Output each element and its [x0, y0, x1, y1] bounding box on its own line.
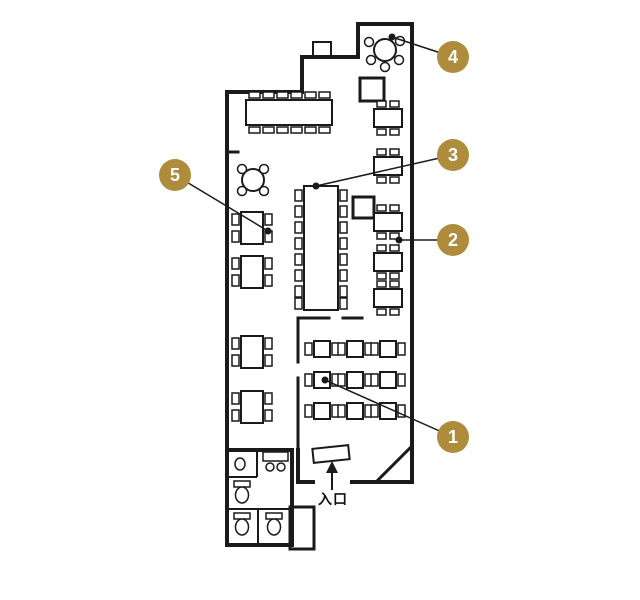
- toilet-icon: [234, 518, 250, 536]
- entrance-arrow-icon: [326, 461, 338, 490]
- counter-table: [294, 185, 348, 311]
- marker-5: 5: [159, 159, 191, 191]
- interior-walls: [225, 41, 415, 551]
- restroom-walls: [227, 450, 292, 545]
- stool-icon: [276, 462, 286, 472]
- banquet-table: [245, 91, 333, 134]
- round-table-top: [363, 35, 406, 73]
- stool-icon: [265, 462, 275, 472]
- marker-3: 3: [437, 139, 469, 171]
- toilet-icon: [265, 512, 283, 520]
- marker-1: 1: [437, 421, 469, 453]
- reception-counter: [311, 444, 351, 464]
- banquet-chairs: [248, 91, 331, 134]
- marker-2: 2: [437, 224, 469, 256]
- leader-lines: [174, 33, 454, 438]
- restroom: [227, 450, 292, 545]
- toilet-icon: [233, 512, 251, 520]
- marker-4: 4: [437, 41, 469, 73]
- toilet-icon: [233, 480, 251, 488]
- toilet-icon: [234, 486, 250, 504]
- grid-tables: [304, 340, 406, 464]
- vanity-counter: [262, 451, 289, 462]
- right-tables: [373, 100, 403, 316]
- entrance-label: 入口: [318, 491, 348, 507]
- toilet-icon: [266, 518, 282, 536]
- left-tables: [231, 211, 273, 424]
- sink-icon: [234, 457, 246, 471]
- round-table-left: [236, 163, 270, 197]
